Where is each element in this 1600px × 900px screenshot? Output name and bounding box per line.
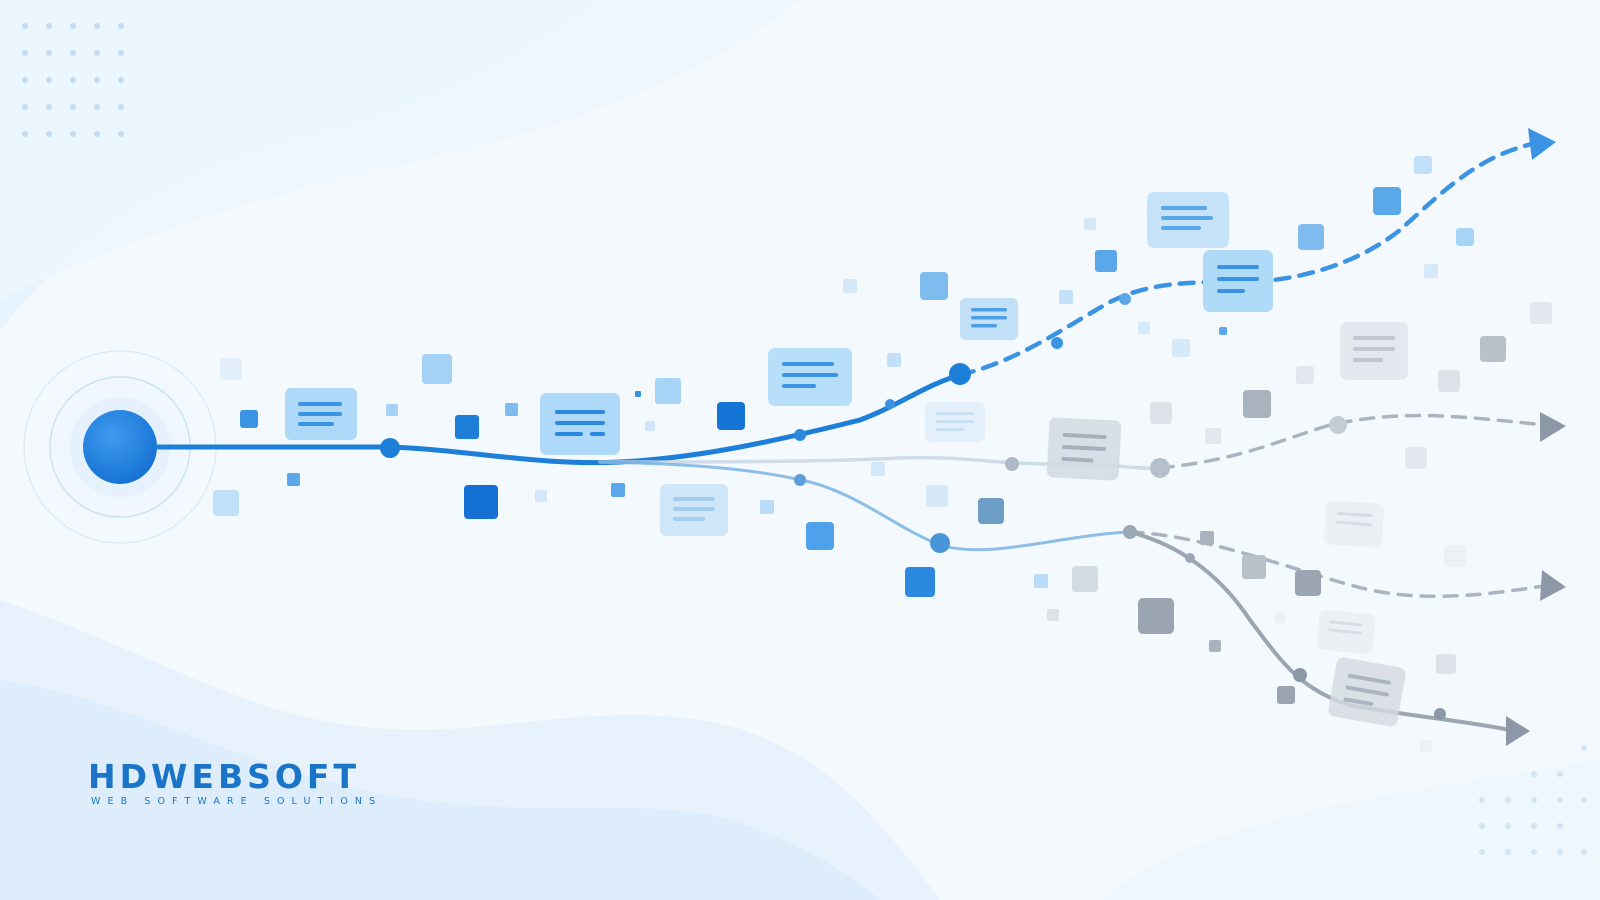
document-cards-gray xyxy=(1046,322,1408,727)
brand-tagline: WEB SOFTWARE SOLUTIONS xyxy=(91,796,383,807)
document-card-icon xyxy=(285,388,357,440)
document-cards-blue xyxy=(285,192,1273,536)
path-blue-main xyxy=(152,128,1556,466)
path-gray-middle xyxy=(598,460,1566,601)
dot-grid-top-left xyxy=(22,23,124,137)
document-card-icon xyxy=(1147,192,1229,248)
document-card-icon xyxy=(960,298,1018,340)
document-card-icon xyxy=(1203,250,1273,312)
brand-logo: HDWEBSOFT WEB SOFTWARE SOLUTIONS xyxy=(88,760,388,812)
arrow-icon xyxy=(1528,128,1556,160)
document-card-icon xyxy=(1328,657,1406,727)
data-blocks-blue xyxy=(213,156,1474,597)
document-card-icon xyxy=(540,393,620,455)
document-card-icon xyxy=(768,348,852,406)
arrow-icon xyxy=(1540,570,1566,601)
document-card-icon xyxy=(1316,609,1376,655)
document-card-icon xyxy=(1340,322,1408,380)
arrow-icon xyxy=(1506,716,1530,746)
data-blocks-gray xyxy=(1047,302,1552,752)
document-card-icon xyxy=(660,484,728,536)
brand-name: HDWEBSOFT xyxy=(88,757,360,796)
dot-grid-bottom-right xyxy=(1479,745,1587,855)
document-card-icon xyxy=(925,402,985,442)
arrow-icon xyxy=(1540,412,1566,442)
origin-node xyxy=(23,350,217,544)
path-gray-lower xyxy=(1128,530,1530,746)
document-card-icon xyxy=(1323,500,1385,548)
document-card-icon xyxy=(1046,417,1122,481)
